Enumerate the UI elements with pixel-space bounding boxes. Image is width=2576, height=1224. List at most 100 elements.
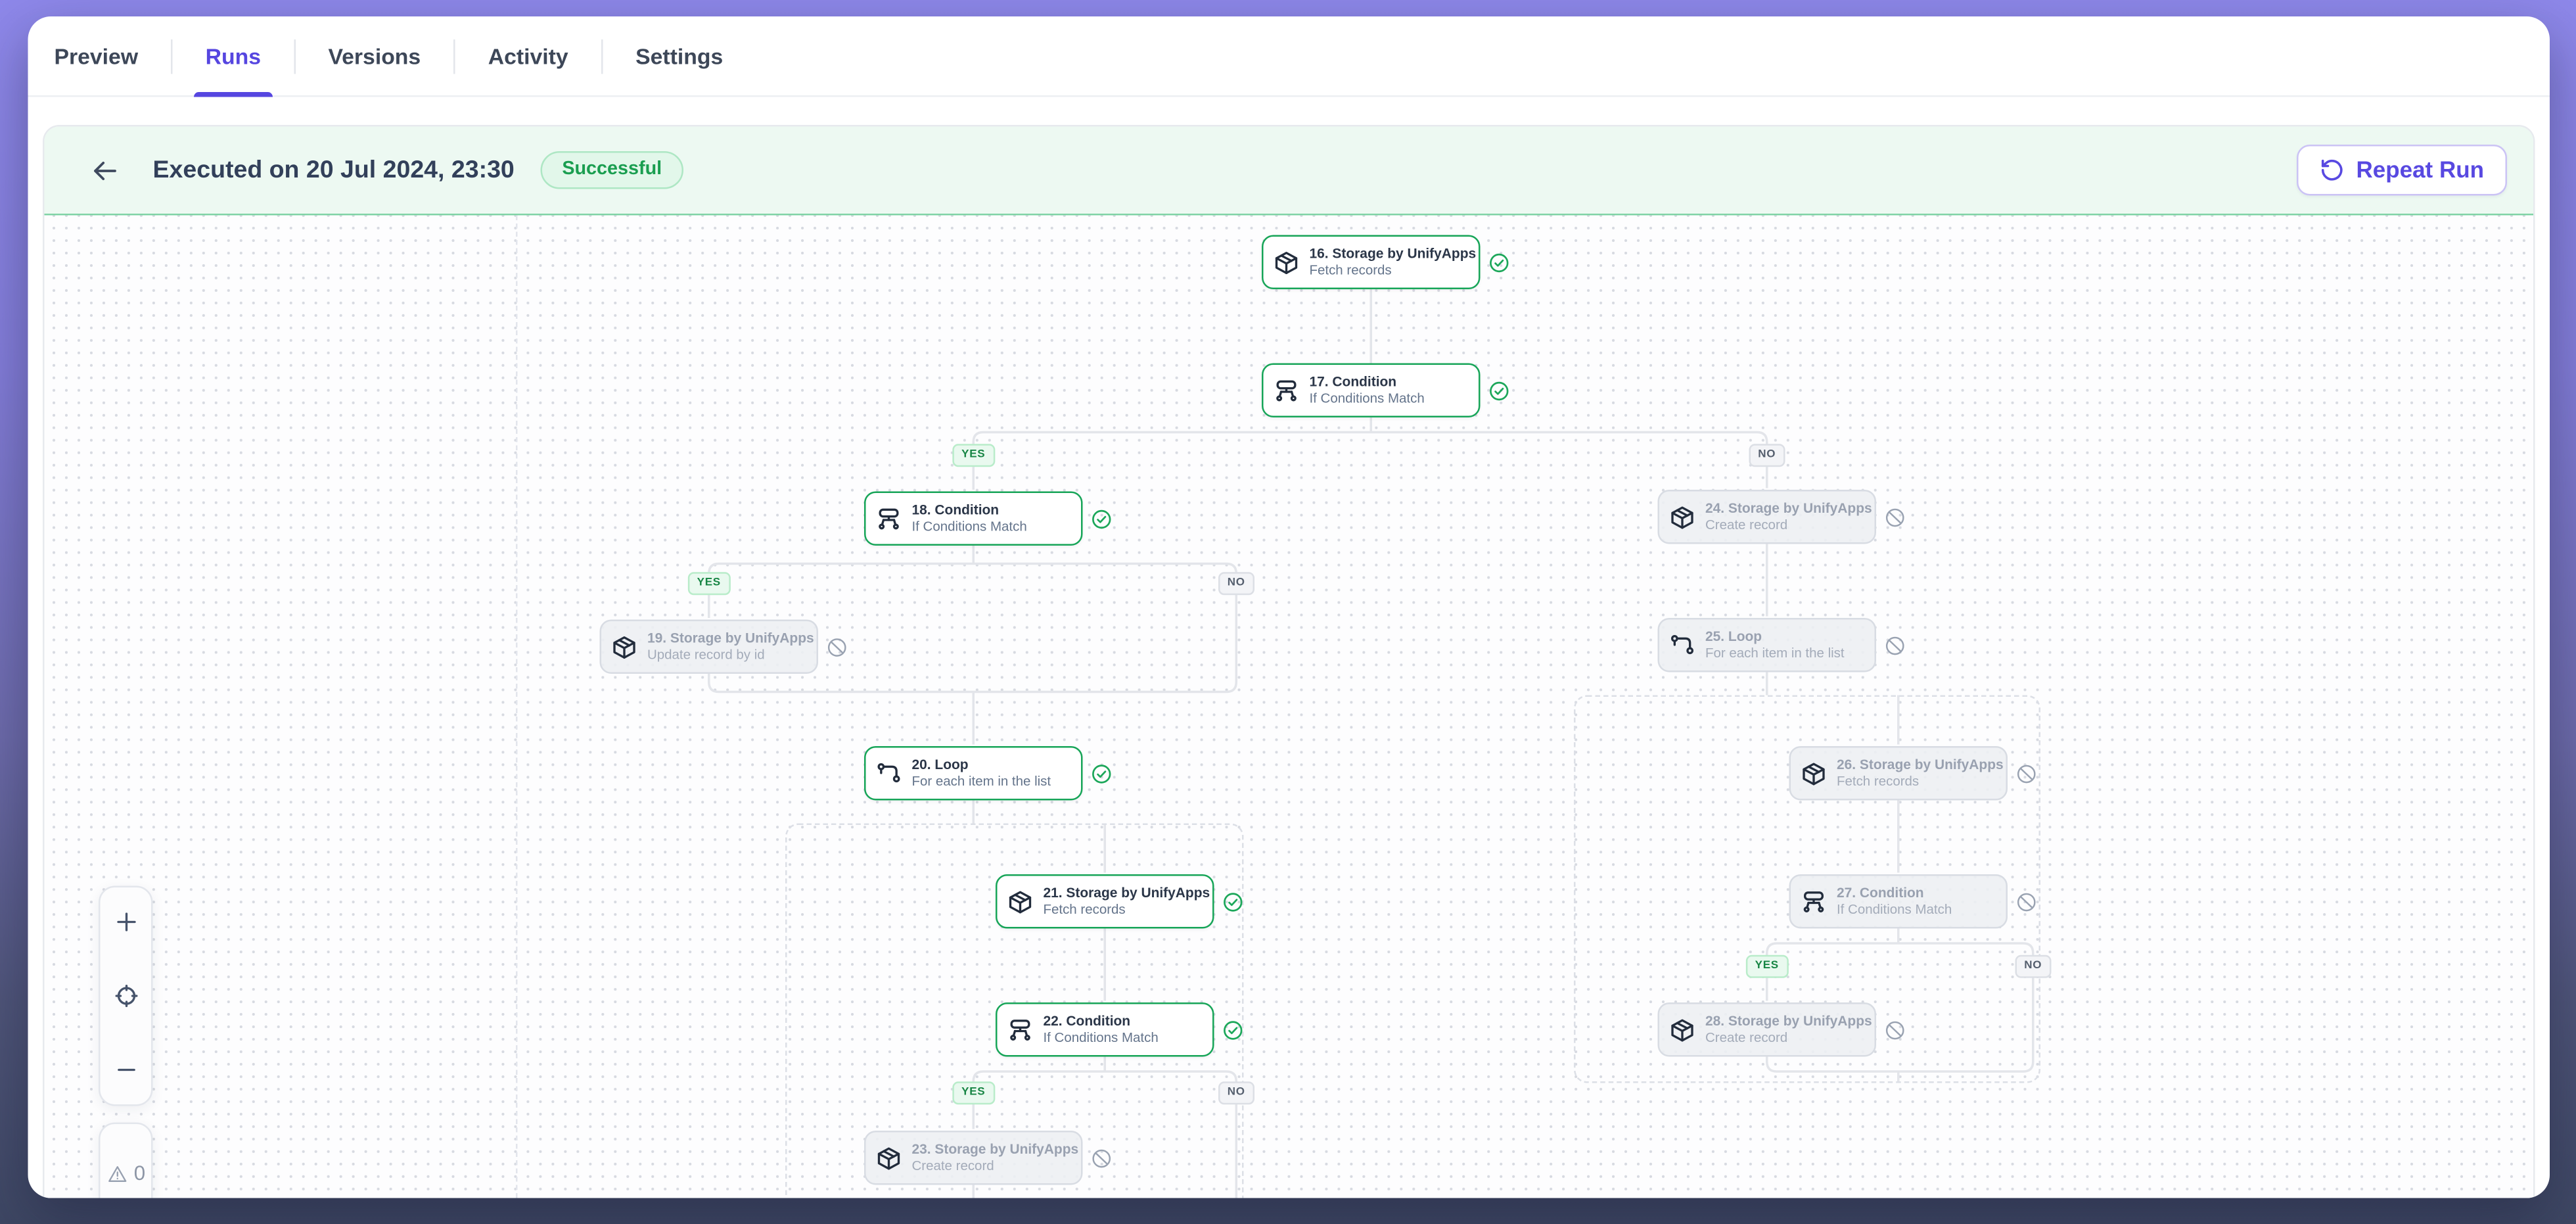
node-subtitle: If Conditions Match: [911, 519, 1027, 534]
node-subtitle: If Conditions Match: [1043, 1029, 1159, 1045]
app-window: Preview Runs Versions Activity Settings …: [28, 16, 2550, 1198]
status-success-icon: [1222, 1019, 1244, 1041]
zoom-out-button[interactable]: [112, 1057, 139, 1083]
status-success-icon: [1488, 380, 1510, 402]
workflow-node-19[interactable]: 19. Storage by UnifyApps Update record b…: [599, 619, 846, 674]
status-skipped-icon: [2016, 891, 2038, 912]
node-title: 27. Condition: [1837, 884, 1924, 901]
node-type-icon: [1275, 250, 1298, 273]
node-title: 24. Storage by UnifyApps: [1705, 500, 1872, 517]
loop-body-container: [1574, 695, 2040, 1083]
node-title: 20. Loop: [911, 756, 969, 773]
workflow-node-26[interactable]: 26. Storage by UnifyApps Fetch records: [1789, 746, 2036, 801]
tab-activity[interactable]: Activity: [488, 43, 568, 68]
status-skipped-icon: [1885, 506, 1906, 528]
node-title: 17. Condition: [1309, 373, 1397, 390]
node-subtitle: Update record by id: [647, 647, 765, 662]
workflow-node-27[interactable]: 27. Condition If Conditions Match: [1789, 874, 2036, 929]
node-type-icon: [879, 507, 899, 529]
status-badge: Successful: [540, 151, 683, 189]
branch-label-yes: YES: [687, 572, 731, 595]
workflow-node-22[interactable]: 22. Condition If Conditions Match: [996, 1002, 1243, 1057]
branch-label-yes: YES: [952, 1081, 996, 1104]
run-header: Executed on 20 Jul 2024, 23:30 Successfu…: [44, 126, 2533, 216]
node-subtitle: Fetch records: [1043, 901, 1126, 917]
node-title: 18. Condition: [911, 502, 1000, 519]
tab-divider: [293, 38, 296, 74]
node-title: 22. Condition: [1043, 1012, 1131, 1029]
back-arrow-icon[interactable]: [91, 155, 120, 185]
node-subtitle: Create record: [1705, 1029, 1788, 1045]
node-type-icon: [613, 635, 635, 658]
node-type-icon: [1803, 890, 1824, 912]
workflow-node-28[interactable]: 28. Storage by UnifyApps Create record: [1657, 1002, 1904, 1057]
status-success-icon: [1222, 891, 1244, 912]
branch-label-yes: YES: [952, 444, 996, 467]
workflow-node-21[interactable]: 21. Storage by UnifyApps Fetch records: [996, 874, 1243, 929]
zoom-in-button[interactable]: [112, 909, 139, 935]
status-skipped-icon: [827, 636, 848, 658]
node-type-icon: [1803, 762, 1825, 785]
workflow-node-18[interactable]: 18. Condition If Conditions Match: [864, 491, 1111, 546]
fit-view-button[interactable]: [112, 983, 139, 1009]
tab-bar: Preview Runs Versions Activity Settings: [28, 16, 2550, 97]
branch-label-no: NO: [1217, 1081, 1255, 1104]
node-subtitle: If Conditions Match: [1309, 390, 1425, 406]
node-type-icon: [1010, 1018, 1030, 1040]
node-subtitle: For each item in the list: [1705, 645, 1845, 661]
tab-preview[interactable]: Preview: [54, 43, 139, 68]
workflow-node-23[interactable]: 23. Storage by UnifyApps Create record: [864, 1131, 1111, 1185]
status-skipped-icon: [1091, 1147, 1113, 1169]
warning-count: 0: [133, 1162, 146, 1185]
node-title: 23. Storage by UnifyApps: [911, 1141, 1079, 1158]
node-type-icon: [877, 762, 900, 782]
node-type-icon: [877, 1146, 900, 1169]
status-success-icon: [1091, 508, 1113, 530]
node-title: 16. Storage by UnifyApps: [1309, 245, 1477, 262]
node-subtitle: If Conditions Match: [1837, 901, 1952, 917]
node-title: 19. Storage by UnifyApps: [647, 630, 814, 647]
workflow-canvas[interactable]: 16. Storage by UnifyApps Fetch records 1…: [44, 215, 2533, 1198]
tab-runs[interactable]: Runs: [173, 16, 294, 97]
node-type-icon: [1276, 379, 1297, 401]
node-type-icon: [1671, 506, 1693, 529]
node-type-icon: [1670, 634, 1693, 653]
loop-body-container: [785, 823, 1243, 1198]
canvas-zoom-controls: [99, 885, 153, 1106]
repeat-run-label: Repeat Run: [2356, 156, 2484, 183]
status-skipped-icon: [1885, 634, 1906, 656]
tab-divider: [171, 38, 173, 74]
workflow-node-20[interactable]: 20. Loop For each item in the list: [864, 746, 1111, 801]
node-subtitle: Fetch records: [1309, 262, 1392, 277]
workflow-node-25[interactable]: 25. Loop For each item in the list: [1657, 618, 1904, 672]
run-title: Executed on 20 Jul 2024, 23:30: [152, 156, 515, 185]
node-type-icon: [1671, 1018, 1693, 1041]
branch-label-no: NO: [1748, 444, 1786, 467]
tab-versions[interactable]: Versions: [328, 43, 421, 68]
node-type-icon: [1009, 890, 1032, 913]
branch-label-no: NO: [2014, 954, 2052, 978]
workflow-node-16[interactable]: 16. Storage by UnifyApps Fetch records: [1262, 235, 1509, 289]
workflow-node-17[interactable]: 17. Condition If Conditions Match: [1262, 363, 1509, 417]
node-subtitle: Create record: [911, 1158, 994, 1173]
branch-label-no: NO: [1217, 572, 1255, 595]
status-skipped-icon: [1885, 1019, 1906, 1041]
workflow-node-24[interactable]: 24. Storage by UnifyApps Create record: [1657, 490, 1904, 544]
tab-divider: [601, 38, 603, 74]
branch-label-yes: YES: [1745, 954, 1789, 978]
connector-layer: [708, 287, 2035, 1198]
run-panel: Executed on 20 Jul 2024, 23:30 Successfu…: [43, 125, 2535, 1198]
node-subtitle: For each item in the list: [911, 773, 1051, 789]
status-skipped-icon: [2016, 763, 2038, 784]
node-title: 26. Storage by UnifyApps: [1837, 756, 2004, 773]
node-subtitle: Fetch records: [1837, 773, 1920, 789]
status-success-icon: [1091, 763, 1113, 784]
issues-panel[interactable]: 0: [99, 1122, 153, 1198]
grid-guide-line: [516, 215, 518, 1198]
node-title: 25. Loop: [1705, 628, 1762, 645]
repeat-run-button[interactable]: Repeat Run: [2297, 145, 2507, 196]
tab-settings[interactable]: Settings: [635, 43, 724, 68]
node-title: 21. Storage by UnifyApps: [1043, 884, 1210, 901]
status-success-icon: [1488, 252, 1510, 273]
